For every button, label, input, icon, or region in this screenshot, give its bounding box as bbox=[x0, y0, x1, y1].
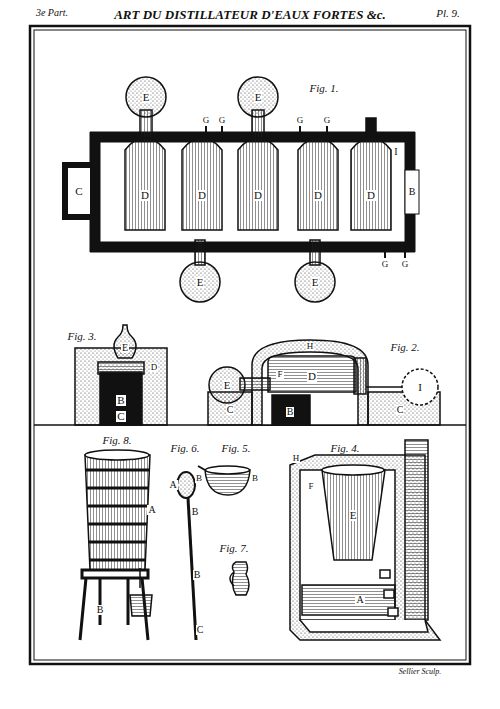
callout-letter: H bbox=[306, 342, 315, 351]
callout-letter: C bbox=[116, 411, 125, 422]
callout-letter: H bbox=[292, 454, 301, 463]
plate-note: 3e Part. bbox=[35, 8, 69, 18]
figure-label: Fig. 2. bbox=[389, 342, 420, 353]
callout-letter: B bbox=[286, 407, 295, 417]
figure-label: Fig. 6. bbox=[169, 443, 200, 454]
callout-letter: E bbox=[349, 510, 358, 521]
callout-letter: G bbox=[202, 116, 211, 125]
figure-label: Fig. 7. bbox=[218, 543, 249, 554]
callout-letter: C bbox=[396, 405, 405, 415]
callout-letter: E bbox=[142, 92, 151, 103]
callout-letter: C bbox=[74, 186, 83, 197]
callout-letter: B bbox=[191, 507, 200, 517]
callout-letter: I bbox=[417, 382, 423, 393]
callout-letter: A bbox=[147, 505, 156, 515]
callout-letter: B bbox=[195, 474, 203, 483]
callout-letter: D bbox=[313, 190, 323, 201]
callout-letter: B bbox=[193, 570, 202, 580]
callout-letter: B bbox=[408, 187, 417, 197]
callout-letter: D bbox=[150, 363, 159, 372]
callout-letter: A bbox=[168, 480, 177, 490]
callout-letter: G bbox=[218, 116, 227, 125]
plate-note: Pl. 9. bbox=[435, 8, 461, 19]
plate-title: ART DU DISTILLATEUR D'EAUX FORTES &c. bbox=[113, 8, 387, 21]
callout-letter: D bbox=[197, 190, 207, 201]
callout-letter: G bbox=[323, 116, 332, 125]
callout-letter: C bbox=[196, 625, 205, 635]
callout-letter: G bbox=[296, 116, 305, 125]
figure-label: Fig. 8. bbox=[101, 435, 132, 446]
callout-letter: E bbox=[223, 380, 232, 391]
callout-letter: B bbox=[116, 395, 125, 406]
figure-label: Fig. 5. bbox=[220, 443, 251, 454]
callout-letter: D bbox=[140, 190, 150, 201]
callout-letter: A bbox=[355, 595, 364, 605]
callout-letter: E bbox=[254, 92, 263, 103]
figure-label: Fig. 1. bbox=[308, 83, 339, 94]
callout-letter: I bbox=[393, 147, 398, 157]
callout-letter: G bbox=[401, 260, 410, 269]
callout-letter: D bbox=[253, 190, 263, 201]
callout-letter: E bbox=[311, 277, 320, 288]
callout-letter: G bbox=[381, 260, 390, 269]
callout-letter: C bbox=[226, 405, 235, 415]
callout-letter: F bbox=[276, 370, 283, 379]
callout-letter: B bbox=[251, 474, 259, 483]
callout-letter: E bbox=[196, 277, 205, 288]
callout-letter: D bbox=[307, 371, 317, 382]
figure-label: Fig. 4. bbox=[329, 443, 360, 454]
figure-label: Fig. 3. bbox=[66, 331, 97, 342]
callout-letter: E bbox=[121, 343, 129, 353]
callout-letter: D bbox=[366, 190, 376, 201]
plate-note: Sellier Sculp. bbox=[398, 668, 443, 676]
callout-letter: B bbox=[96, 605, 105, 615]
callout-letter: F bbox=[307, 482, 314, 491]
